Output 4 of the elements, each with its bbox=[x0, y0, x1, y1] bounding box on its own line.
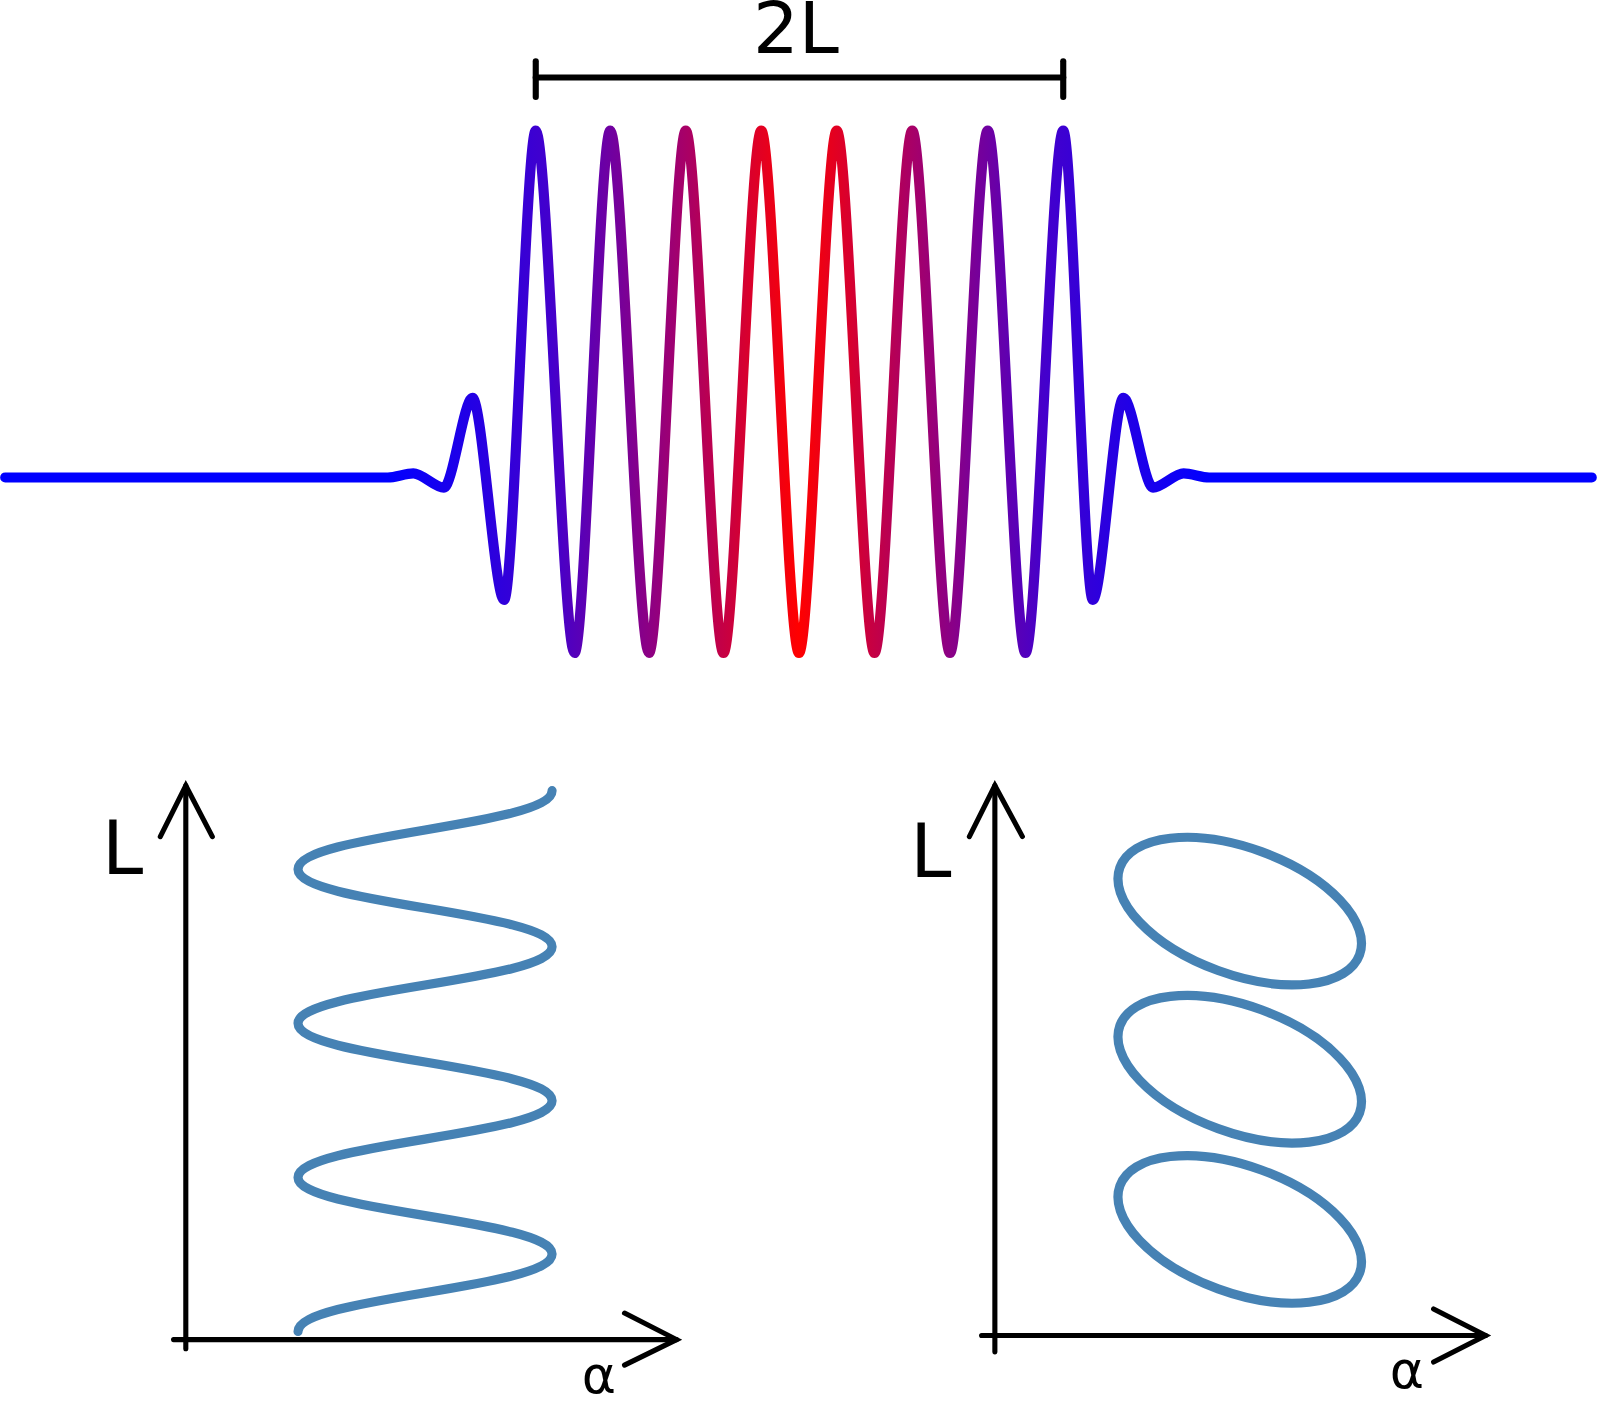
axis-label: L bbox=[910, 814, 952, 889]
axis-label: α bbox=[581, 1348, 616, 1401]
axis-label: L bbox=[102, 811, 144, 886]
axis-label: α bbox=[1389, 1343, 1425, 1396]
